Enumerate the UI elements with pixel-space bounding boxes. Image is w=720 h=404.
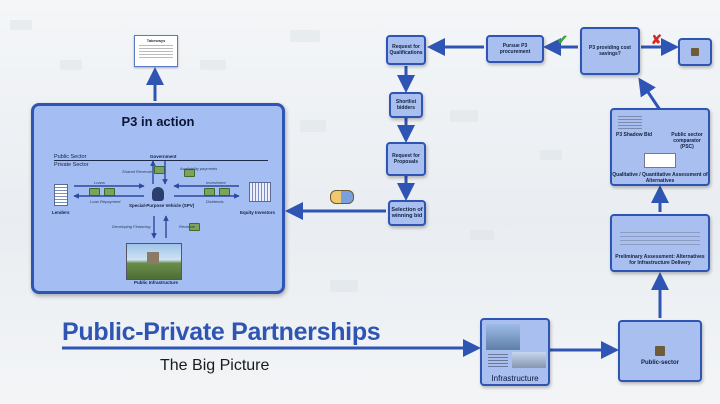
- background-tile: [300, 120, 326, 132]
- equity-building-icon: [249, 182, 271, 202]
- government-label: Government: [150, 154, 177, 159]
- infrastructure-list: [488, 354, 508, 368]
- request-qualifications-label: Request for Qualifications: [389, 44, 423, 56]
- infrastructure-label: Infrastructure: [491, 374, 539, 383]
- shortlist-node[interactable]: Shortlist bidders: [389, 92, 423, 118]
- cross-icon: ✘: [651, 32, 662, 47]
- check-icon: ✔: [557, 32, 568, 47]
- infrastructure-node[interactable]: Infrastructure: [480, 318, 550, 386]
- infrastructure-bridge: [512, 352, 546, 368]
- selection-label: Selection of winning bid: [391, 207, 423, 219]
- page-title: Public-Private Partnerships: [62, 318, 381, 346]
- arrow-label-revenue: Revenue: [179, 224, 196, 229]
- cost-savings-question-node[interactable]: P3 providing cost savings?: [580, 27, 640, 75]
- infrastructure-skyline: [486, 324, 520, 350]
- value-assessment-label: Qualitative / Quantitative Assessment of…: [612, 172, 708, 184]
- public-sector-label: Public-sector: [640, 360, 679, 366]
- public-sector-building-icon: [655, 346, 665, 356]
- takeaways-label: Takeways: [146, 38, 166, 43]
- right-thumb-node[interactable]: [678, 38, 712, 66]
- p3-title: P3 in action: [121, 114, 195, 129]
- spv-icon: [152, 187, 164, 201]
- public-infrastructure-photo: [126, 243, 182, 280]
- cost-savings-question-label: P3 providing cost savings?: [589, 45, 631, 57]
- page-subtitle: The Big Picture: [160, 357, 270, 374]
- assessment-notes: [618, 116, 642, 129]
- background-tile: [60, 60, 82, 70]
- money-icon: [189, 223, 200, 231]
- lenders-label: Lenders: [52, 210, 70, 215]
- takeaways-lines: [139, 45, 173, 59]
- background-tile: [10, 20, 32, 30]
- building-silhouette: [147, 252, 159, 264]
- right-thumb-icon: [691, 48, 699, 56]
- public-sector-label: Public Sector: [54, 154, 87, 160]
- private-sector-label: Private Sector: [54, 162, 89, 168]
- background-tile: [450, 110, 478, 122]
- arrow-label-investment: Investment: [206, 180, 226, 185]
- background-tile: [290, 30, 320, 42]
- background-tile: [200, 60, 226, 70]
- preliminary-lines: [620, 232, 700, 248]
- background-tile: [540, 150, 562, 160]
- pursue-p3-node[interactable]: Pursue P3 procurement: [486, 35, 544, 63]
- shortlist-label: Shortlist bidders: [395, 99, 417, 111]
- arrow-label-loan-repayment: Loan Repayment: [90, 199, 121, 204]
- request-proposals-label: Request for Proposals: [392, 153, 420, 165]
- p3-in-action-box[interactable]: P3 in action Public Sector Private Secto…: [31, 103, 285, 294]
- preliminary-assessment-label: Preliminary Assessment: Alternatives for…: [615, 254, 705, 266]
- request-proposals-node[interactable]: Request for Proposals: [386, 142, 426, 176]
- arrow-label-developing-financing: Developing Financing: [112, 224, 151, 229]
- spv-label: Special-Purpose Vehicle (SPV): [129, 203, 195, 208]
- sector-divider: [54, 160, 268, 161]
- arrow-label-loans: Loans: [94, 180, 105, 185]
- assessment-chart: [644, 153, 676, 168]
- arrow-label-availability: Availability payments: [180, 166, 218, 171]
- pursue-p3-label: Pursue P3 procurement: [499, 43, 531, 55]
- assessment-columns: P3 Shadow Bid Public sector comparator (…: [616, 132, 704, 150]
- arrow-label-shared-revenue: Shared Revenue: [122, 169, 153, 174]
- public-infrastructure-label: Public Infrastructure: [134, 280, 179, 285]
- background-tile: [330, 280, 358, 292]
- handshake-icon: [330, 190, 354, 204]
- p3-shadow-bid-label: P3 Shadow Bid: [616, 132, 653, 138]
- value-assessment-node[interactable]: P3 Shadow Bid Public sector comparator (…: [610, 108, 710, 186]
- money-icon: [184, 169, 195, 177]
- public-sector-node[interactable]: Public-sector: [618, 320, 702, 382]
- takeaways-thumbnail[interactable]: Takeways: [134, 35, 178, 67]
- psc-label: Public sector comparator (PSC): [671, 132, 703, 150]
- preliminary-assessment-node[interactable]: Preliminary Assessment: Alternatives for…: [610, 214, 710, 272]
- request-qualifications-node[interactable]: Request for Qualifications: [386, 35, 426, 65]
- p3-flow-arrows: [73, 160, 240, 239]
- background-tile: [470, 230, 494, 240]
- arrow-label-dividends: Dividends: [206, 199, 224, 204]
- lenders-building-icon: [54, 184, 68, 206]
- equity-investors-label: Equity Investors: [240, 210, 276, 215]
- selection-node[interactable]: Selection of winning bid: [388, 200, 426, 226]
